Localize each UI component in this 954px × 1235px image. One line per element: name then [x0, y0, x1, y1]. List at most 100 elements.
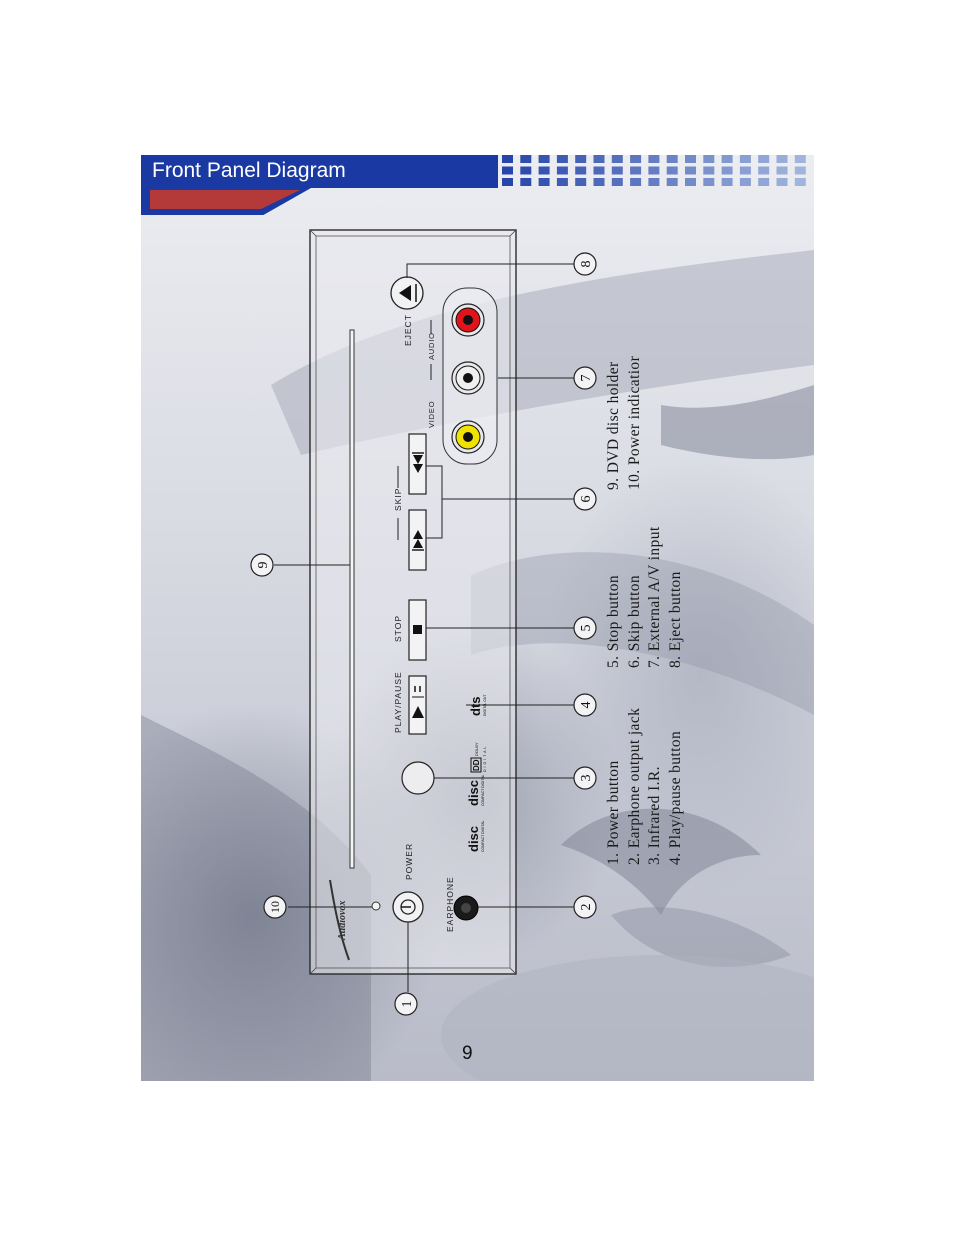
header-pattern-square — [593, 155, 605, 163]
parts-column-1: 1. Power button 2. Earphone output jack … — [604, 708, 686, 865]
svg-text:7: 7 — [579, 375, 594, 382]
callout-markers: 1 2 3 4 5 6 7 8 9 10 — [250, 252, 597, 1016]
header-pattern-square — [794, 178, 806, 186]
header-pattern-square — [758, 178, 770, 186]
eject-button[interactable] — [390, 276, 424, 310]
svg-text:dts: dts — [468, 697, 483, 717]
callout-10: 10 — [263, 895, 287, 919]
header-pattern-square — [758, 155, 770, 163]
svg-text:COMPACT DIGITAL: COMPACT DIGITAL — [481, 774, 485, 806]
header-pattern-square — [611, 178, 623, 186]
header-pattern — [502, 155, 806, 186]
power-button[interactable] — [392, 891, 424, 923]
video-label: VIDEO — [427, 401, 436, 428]
callout-1: 1 — [394, 992, 418, 1016]
svg-text:2: 2 — [579, 904, 594, 911]
eject-label: EJECT — [403, 314, 413, 346]
header-pattern-square — [538, 178, 550, 186]
brand-swoosh — [329, 879, 350, 961]
header-pattern-square — [575, 166, 587, 175]
svg-text:DD: DD — [472, 759, 481, 771]
parts-column-2: 5. Stop button 6. Skip button 7. Externa… — [604, 526, 686, 668]
list-item: 7. External A/V input — [646, 526, 663, 668]
header-pattern-square — [556, 155, 568, 163]
header-pattern-square — [520, 178, 532, 186]
header-pattern-square — [703, 166, 715, 175]
header-pattern-square — [575, 155, 587, 163]
header-pattern-square — [685, 166, 696, 175]
audio-right-jack[interactable] — [451, 303, 485, 337]
header-red-stripe — [150, 190, 300, 209]
header-pattern-square — [648, 155, 660, 163]
header-pattern-square — [794, 166, 806, 175]
svg-text:1: 1 — [400, 1001, 415, 1008]
svg-text:DOLBY: DOLBY — [474, 742, 479, 756]
svg-text:disc: disc — [466, 780, 481, 806]
header-pattern-square — [502, 178, 513, 186]
skip-back-button[interactable] — [408, 509, 427, 571]
svg-text:3: 3 — [579, 775, 594, 782]
skip-label: SKIP — [393, 488, 403, 511]
header-pattern-square — [739, 166, 751, 175]
list-item: 4. Play/pause button — [666, 730, 684, 865]
header-pattern-square — [685, 178, 696, 186]
svg-text:COMPACT DIGITAL: COMPACT DIGITAL — [481, 820, 485, 852]
header-pattern-square — [502, 166, 513, 175]
video-jack[interactable] — [451, 420, 485, 454]
callout-7: 7 — [573, 366, 597, 390]
header-pattern-square — [703, 155, 715, 163]
header-pattern-square — [556, 178, 568, 186]
header-pattern-square — [630, 178, 642, 186]
header-pattern-square — [502, 155, 513, 163]
dolby-digital-logo: DD DOLBY DIGITAL — [470, 742, 487, 773]
play-pause-button[interactable] — [408, 675, 427, 735]
callout-5: 5 — [573, 616, 597, 640]
brand-logo: Audiovox — [337, 901, 348, 941]
svg-text:4: 4 — [579, 702, 594, 709]
list-item: 1. Power button — [605, 760, 622, 865]
header-pattern-square — [538, 166, 550, 175]
svg-text:disc: disc — [466, 826, 481, 852]
list-item: 10. Power indicatior — [625, 355, 643, 490]
callout-9: 9 — [250, 553, 274, 577]
audio-label: AUDIO — [427, 332, 436, 360]
header-pattern-square — [611, 155, 623, 163]
header-pattern-square — [776, 166, 788, 175]
dvd-disc-holder[interactable] — [349, 329, 355, 869]
header-pattern-square — [776, 155, 788, 163]
header-pattern-square — [776, 178, 788, 186]
header-pattern-square — [556, 166, 568, 175]
earphone-jack[interactable] — [453, 895, 479, 921]
skip-forward-button[interactable] — [408, 433, 427, 495]
audio-left-jack[interactable] — [451, 361, 485, 395]
header-pattern-square — [593, 178, 605, 186]
header-pattern-square — [703, 178, 715, 186]
svg-text:8: 8 — [579, 261, 594, 268]
parts-column-3: 9. DVD disc holder 10. Power indicatior — [604, 356, 645, 490]
list-item: 6. Skip button — [625, 574, 643, 668]
list-item: 5. Stop button — [605, 574, 622, 668]
svg-text:9: 9 — [256, 562, 271, 569]
svg-text:5: 5 — [579, 625, 594, 632]
parts-list: 1. Power button 2. Earphone output jack … — [604, 310, 714, 870]
callout-lines — [274, 263, 574, 992]
header-pattern-square — [758, 166, 770, 175]
stop-button[interactable] — [408, 599, 427, 661]
header-pattern-square — [794, 155, 806, 163]
header-pattern-square — [648, 178, 660, 186]
callout-2: 2 — [573, 895, 597, 919]
list-item: 8. Eject button — [666, 571, 684, 668]
callout-6: 6 — [573, 487, 597, 511]
stop-label: STOP — [393, 615, 403, 642]
header-pattern-square — [666, 155, 678, 163]
header-pattern-square — [520, 155, 532, 163]
header-pattern-square — [666, 166, 678, 175]
power-indicator — [371, 901, 381, 911]
svg-text:6: 6 — [579, 496, 594, 503]
header-bar — [141, 155, 498, 188]
header-pattern-square — [648, 166, 660, 175]
header-pattern-square — [593, 166, 605, 175]
header-pattern-square — [666, 178, 678, 186]
infrared-sensor — [401, 761, 435, 795]
compact-disc-logo: disc COMPACT DIGITAL — [466, 820, 485, 852]
